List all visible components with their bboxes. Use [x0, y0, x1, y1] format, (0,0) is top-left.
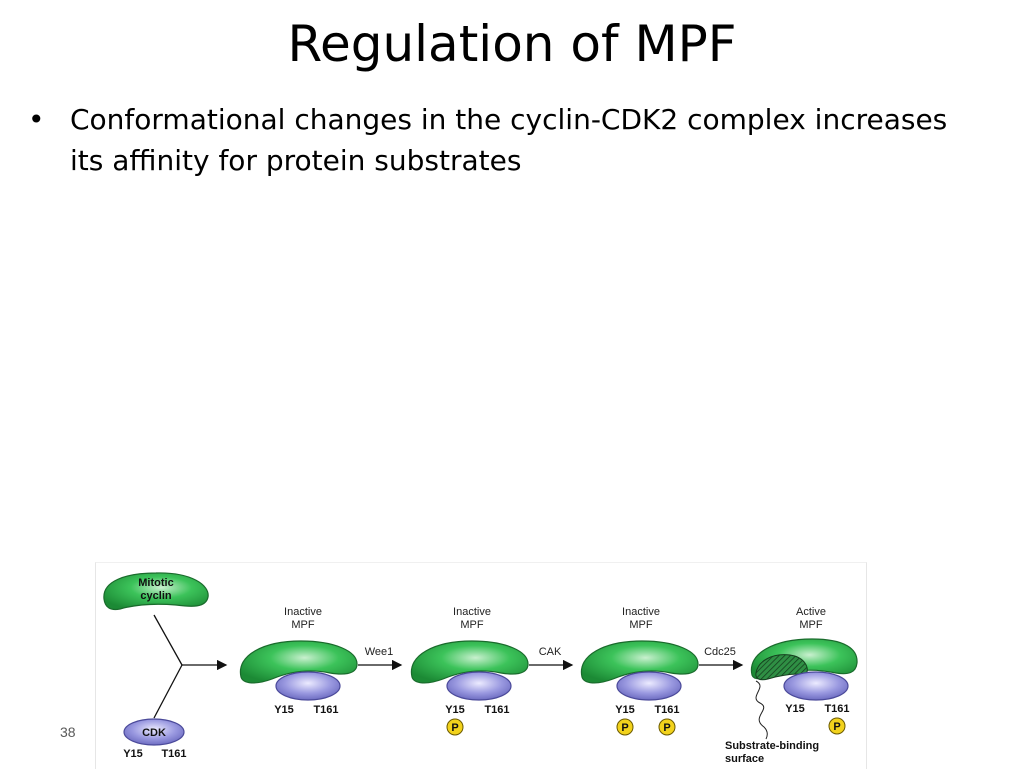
cyclin-label-line2: cyclin: [140, 590, 171, 602]
free-cdk: CDK Y15 T161: [123, 718, 187, 760]
substrate-label-line1: Substrate-binding: [725, 740, 819, 752]
bullet-list: • Conformational changes in the cyclin-C…: [28, 100, 988, 181]
enzyme-cdc25-label: Cdc25: [704, 646, 736, 658]
stage-4-phospho-t161: P: [828, 717, 846, 735]
substrate-pointer-line: [755, 680, 768, 740]
stage-3-phospho-y15: P: [616, 718, 634, 736]
phospho-label: P: [621, 722, 628, 734]
assembly-arrow: [153, 614, 228, 719]
stage-4-site-y15: Y15: [785, 703, 805, 715]
stage-1-label-line2: MPF: [291, 619, 315, 631]
substrate-label-line2: surface: [725, 753, 764, 765]
stage-2-label-line2: MPF: [460, 619, 484, 631]
stage-3-site-t161: T161: [654, 704, 679, 716]
stage-4-label-line2: MPF: [799, 619, 823, 631]
stage-1-label-line1: Inactive: [284, 606, 322, 618]
mpf-stage-3: Inactive MPF Y15 T161 P P: [580, 606, 699, 736]
cdk-label: CDK: [142, 727, 166, 739]
cdk-site-y15: Y15: [123, 748, 143, 760]
phospho-label: P: [451, 722, 458, 734]
mitotic-cyclin: Mitotic cyclin: [103, 572, 209, 611]
wee1-step: Wee1: [358, 646, 403, 671]
mpf-regulation-figure: Mitotic cyclin CDK Y15 T161 Inactive MPF…: [95, 562, 867, 769]
mpf-diagram: Mitotic cyclin CDK Y15 T161 Inactive MPF…: [103, 572, 858, 765]
stage-3-site-y15: Y15: [615, 704, 635, 716]
phospho-label: P: [833, 721, 840, 733]
slide-title: Regulation of MPF: [287, 15, 737, 73]
mpf-stage-4: Active MPF Y15 T161 P Substrate-binding …: [725, 606, 858, 765]
bullet-dot-icon: •: [28, 103, 45, 136]
stage-1-site-t161: T161: [313, 704, 338, 716]
mpf-stage-1: Inactive MPF Y15 T161: [239, 606, 358, 716]
bullet-text: Conformational changes in the cyclin-CDK…: [70, 103, 948, 177]
enzyme-wee1-label: Wee1: [365, 646, 394, 658]
slide-number: 38: [60, 724, 76, 740]
stage-2-label-line1: Inactive: [453, 606, 491, 618]
stage-4-label-line1: Active: [796, 606, 826, 618]
cak-step: CAK: [529, 646, 574, 671]
stage-2-site-t161: T161: [484, 704, 509, 716]
stage-2-site-y15: Y15: [445, 704, 465, 716]
cdk-site-t161: T161: [161, 748, 186, 760]
stage-4-site-t161: T161: [824, 703, 849, 715]
cdc25-step: Cdc25: [699, 646, 744, 671]
enzyme-cak-label: CAK: [539, 646, 562, 658]
stage-2-phospho-y15: P: [446, 718, 464, 736]
stage-3-label-line1: Inactive: [622, 606, 660, 618]
stage-3-phospho-t161: P: [658, 718, 676, 736]
bullet-item: • Conformational changes in the cyclin-C…: [28, 100, 988, 181]
stage-3-label-line2: MPF: [629, 619, 653, 631]
stage-1-site-y15: Y15: [274, 704, 294, 716]
phospho-label: P: [663, 722, 670, 734]
mpf-stage-2: Inactive MPF Y15 T161 P: [410, 606, 529, 736]
cyclin-label-line1: Mitotic: [138, 577, 173, 589]
